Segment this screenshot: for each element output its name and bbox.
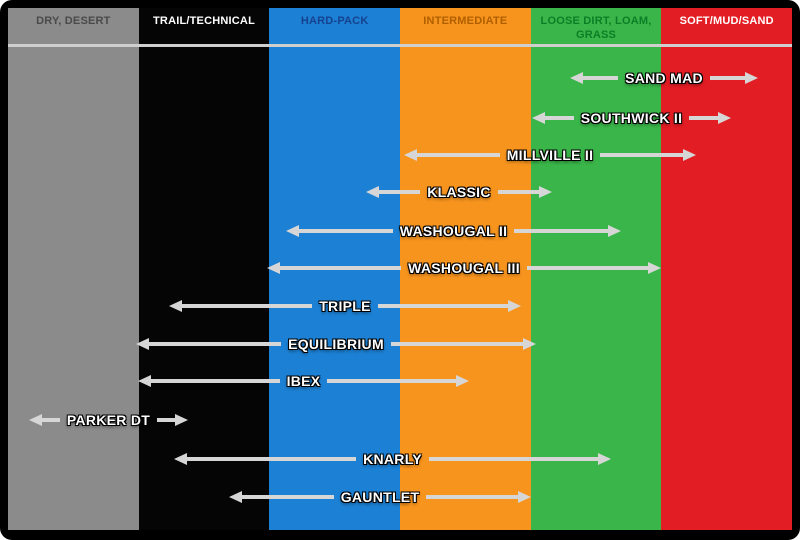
arrow-left-icon xyxy=(169,300,182,312)
arrow-left-icon xyxy=(570,72,583,84)
arrow-right-icon xyxy=(683,149,696,161)
tire-label: MILLVILLE II xyxy=(506,147,594,163)
column-header-loose-dirt-loam-grass: LOOSE DIRT, LOAM, GRASS xyxy=(540,15,652,42)
arrow-line xyxy=(187,457,357,461)
tire-row-washougal-ii: WASHOUGAL II xyxy=(286,220,622,242)
arrow-line xyxy=(280,266,402,270)
tire-row-equilibrium: EQUILIBRIUM xyxy=(136,333,537,355)
arrow-right-icon xyxy=(518,491,531,503)
header-divider xyxy=(8,44,792,47)
tire-row-parker-dt: PARKER DT xyxy=(29,409,188,431)
tire-row-washougal-iii: WASHOUGAL III xyxy=(267,257,662,279)
arrow-line xyxy=(526,266,649,270)
arrow-left-icon xyxy=(29,414,42,426)
arrow-line xyxy=(182,304,313,308)
arrow-line xyxy=(689,116,718,120)
arrow-right-icon xyxy=(523,338,537,350)
arrow-right-icon xyxy=(508,300,521,312)
arrow-line xyxy=(390,342,524,346)
tire-row-gauntlet: GAUNTLET xyxy=(229,486,531,508)
arrow-right-icon xyxy=(175,414,188,426)
arrow-line xyxy=(428,457,599,461)
terrain-column-intermediate: INTERMEDIATE xyxy=(400,8,531,530)
arrow-line xyxy=(497,190,539,194)
arrow-line xyxy=(583,76,619,80)
tire-row-sand-mad: SAND MAD xyxy=(570,67,758,89)
column-header-intermediate: INTERMEDIATE xyxy=(423,15,508,27)
tire-label: KLASSIC xyxy=(427,184,491,200)
tire-row-knarly: KNARLY xyxy=(174,448,612,470)
tire-label: WASHOUGAL III xyxy=(408,260,520,276)
column-header-soft-mud-sand: SOFT/MUD/SAND xyxy=(679,15,774,27)
arrow-right-icon xyxy=(608,225,622,237)
terrain-column-dry-desert: DRY, DESERT xyxy=(8,8,139,530)
tire-label: EQUILIBRIUM xyxy=(288,336,384,352)
arrow-line xyxy=(417,153,500,157)
tire-row-millville-ii: MILLVILLE II xyxy=(404,144,696,166)
arrow-left-icon xyxy=(267,262,280,274)
terrain-column-trail-technical: TRAIL/TECHNICAL xyxy=(138,8,270,530)
tire-row-triple: TRIPLE xyxy=(169,295,521,317)
arrow-line xyxy=(709,76,745,80)
arrow-line xyxy=(379,190,421,194)
arrow-left-icon xyxy=(286,225,299,237)
tire-row-southwick-ii: SOUTHWICK II xyxy=(532,107,731,129)
arrow-left-icon xyxy=(229,491,242,503)
arrow-line xyxy=(600,153,683,157)
tire-label: PARKER DT xyxy=(66,412,151,428)
arrow-right-icon xyxy=(598,453,612,465)
tire-label: IBEX xyxy=(286,373,321,389)
arrow-line xyxy=(157,418,175,422)
arrow-line xyxy=(327,379,457,383)
tire-label: SAND MAD xyxy=(625,70,703,86)
arrow-line xyxy=(545,116,574,120)
arrow-left-icon xyxy=(174,453,187,465)
arrow-left-icon xyxy=(366,186,379,198)
arrow-line xyxy=(377,304,508,308)
tire-label: WASHOUGAL II xyxy=(399,223,508,239)
arrow-right-icon xyxy=(456,375,470,387)
tire-label: KNARLY xyxy=(363,451,422,467)
arrow-right-icon xyxy=(539,186,552,198)
arrow-line xyxy=(42,418,60,422)
arrow-right-icon xyxy=(648,262,662,274)
arrow-right-icon xyxy=(718,112,731,124)
tire-label: GAUNTLET xyxy=(340,489,420,505)
column-header-trail-technical: TRAIL/TECHNICAL xyxy=(153,15,255,27)
arrow-line xyxy=(426,495,518,499)
arrow-line xyxy=(149,342,282,346)
arrow-left-icon xyxy=(532,112,545,124)
tire-row-klassic: KLASSIC xyxy=(366,181,552,203)
arrow-left-icon xyxy=(138,375,151,387)
arrow-line xyxy=(242,495,334,499)
tire-label: TRIPLE xyxy=(319,298,371,314)
tire-label: SOUTHWICK II xyxy=(580,110,683,126)
arrow-left-icon xyxy=(404,149,417,161)
arrow-left-icon xyxy=(136,338,149,350)
arrow-right-icon xyxy=(745,72,758,84)
tire-row-ibex: IBEX xyxy=(138,370,470,392)
arrow-line xyxy=(514,229,609,233)
arrow-line xyxy=(151,379,280,383)
terrain-column-soft-mud-sand: SOFT/MUD/SAND xyxy=(661,8,793,530)
arrow-line xyxy=(299,229,393,233)
column-header-dry-desert: DRY, DESERT xyxy=(36,15,111,27)
column-header-hard-pack: HARD-PACK xyxy=(300,15,369,27)
